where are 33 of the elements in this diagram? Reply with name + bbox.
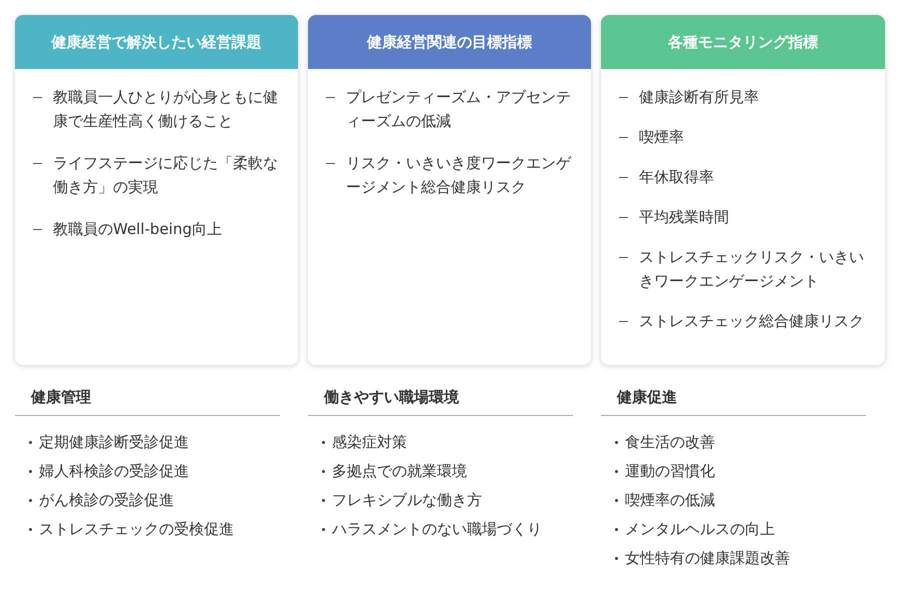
card-header: 健康経営で解決したい経営課題 (15, 15, 298, 69)
list-item: ストレスチェックリスク・いきいきワークエンゲージメント (639, 248, 864, 290)
list-item: ストレスチェック総合健康リスク (639, 312, 864, 330)
list-item: 年休取得率 (639, 168, 714, 186)
list-item: 健康診断有所見率 (639, 88, 759, 106)
list-item: 多拠点での就業環境 (332, 462, 467, 480)
section-heading: 健康管理 (30, 388, 92, 408)
card (308, 15, 591, 365)
list-item: がん検診の受診促進 (39, 491, 174, 509)
list-item: 平均残業時間 (639, 208, 729, 226)
list-item: 女性特有の健康課題改善 (625, 549, 790, 567)
list-item: 喫煙率 (639, 128, 684, 146)
list-item: 喫煙率の低減 (625, 491, 715, 509)
card (601, 15, 885, 365)
list-item: プレゼンティーズム・アブセンティーズムの低減 (346, 88, 571, 130)
list-item: 感染症対策 (332, 433, 407, 451)
list-item: 運動の習慣化 (625, 462, 715, 480)
list-item: 教職員一人ひとりが心身ともに健康で生産性高く働けること (53, 88, 278, 130)
list-item: 食生活の改善 (625, 433, 715, 451)
list-item: 婦人科検診の受診促進 (39, 462, 189, 480)
card (15, 15, 298, 365)
list-item: 定期健康診断受診促進 (39, 433, 189, 451)
list-item: メンタルヘルスの向上 (625, 520, 775, 538)
list-item: リスク・いきいき度ワークエンゲージメント総合健康リスク (346, 154, 571, 196)
section-heading: 健康促進 (616, 388, 678, 408)
list-item: フレキシブルな働き方 (332, 491, 482, 509)
list-item: ハラスメントのない職場づくり (332, 520, 542, 538)
card-header: 健康経営関連の目標指標 (308, 15, 591, 69)
list-item: 教職員のWell-being向上 (53, 220, 222, 238)
card-header: 各種モニタリング指標 (601, 15, 885, 69)
list-item: ライフステージに応じた「柔軟な働き方」の実現 (53, 154, 278, 196)
section-heading: 働きやすい職場環境 (322, 388, 460, 408)
list-item: ストレスチェックの受検促進 (39, 520, 234, 538)
